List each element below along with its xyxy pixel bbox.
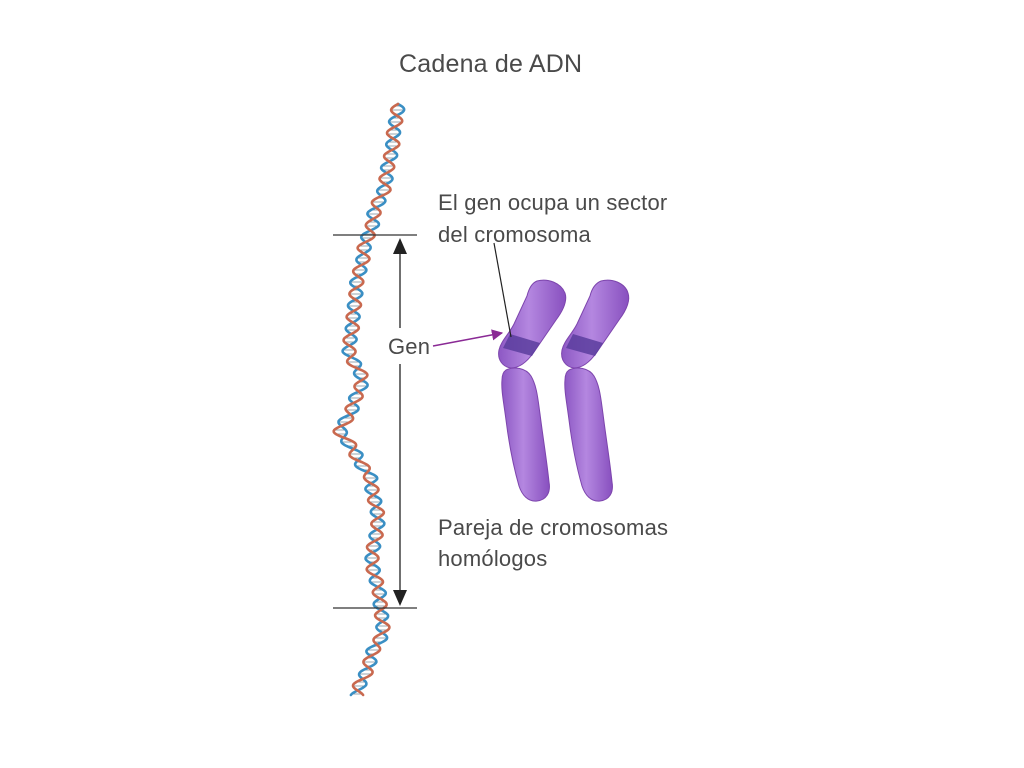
chromosome-left [498,279,567,502]
dna-chain-title: Cadena de ADN [399,50,583,78]
dna-helix [332,102,406,697]
dna-strand-b [332,102,404,697]
homologous-pair-label-line2: homólogos [438,546,548,571]
dna-base-pairs [334,105,405,695]
gene-pointer-arrow [432,329,504,347]
gene-sector-label-line1: El gen ocupa un sector [438,190,668,215]
gene-span-arrowhead-up [393,238,407,254]
chromosome-left-lower-arm [501,367,550,502]
chromosome-right-gene-band [566,334,603,356]
chromosome-right-lower-arm [564,367,613,502]
chromosome-right [561,279,630,502]
gene-sector-label-line2: del cromosoma [438,222,591,247]
chromosome-left-gene-band [503,334,540,356]
gene-sector-leader-line [493,242,512,338]
dna-strand-a [337,102,406,697]
homologous-pair-label-line1: Pareja de cromosomas [438,515,669,540]
gene-span-arrowhead-down [393,590,407,606]
gene-label: Gen [386,332,433,362]
